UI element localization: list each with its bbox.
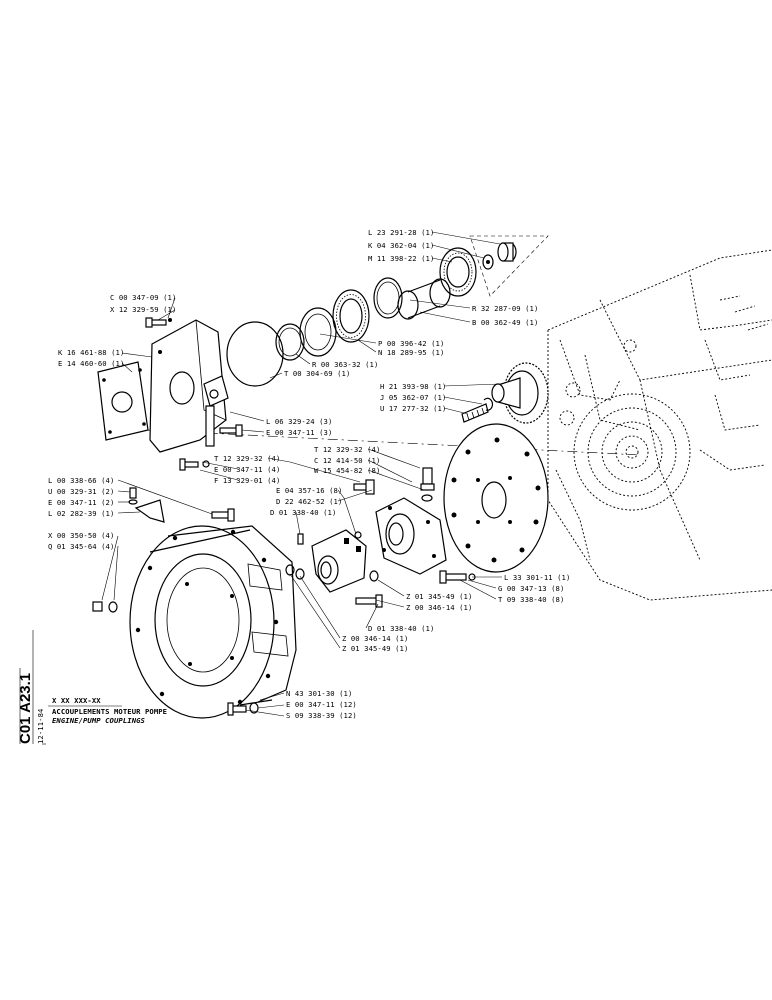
part-labels: L 23 291-28 (1) K 04 362-04 (1) M 11 398… [48, 228, 570, 720]
title-block: C01 A23.1 12-11-84 X XX XXX-XX ACCOUPLEM… [17, 630, 167, 745]
part-label: E 00 347-11 (3) [266, 428, 332, 437]
part-label: W 15 454-82 (8) [314, 466, 380, 475]
flex-plate [439, 423, 549, 584]
part-label: T 00 304-69 (1) [284, 369, 350, 378]
part-label: B 00 362-49 (1) [472, 318, 538, 327]
part-label: Z 00 346-14 (1) [406, 603, 472, 612]
part-label: Z 01 345-49 (1) [342, 644, 408, 653]
part-label: D 22 462-52 (1) [276, 497, 342, 506]
part-label: S 09 338-39 (12) [286, 711, 357, 720]
housing-plate [97, 317, 243, 471]
part-label: R 32 287-09 (1) [472, 304, 538, 313]
bearing-stack [226, 235, 549, 387]
part-label: E 14 460-60 (1) [58, 359, 124, 368]
sheet-date: 12-11-84 [36, 709, 45, 744]
part-label: N 43 301-30 (1) [286, 689, 352, 698]
part-label: G 00 347-13 (8) [498, 584, 564, 593]
part-label: U 00 329-31 (2) [48, 487, 114, 496]
part-label: E 04 357-16 (8) [276, 486, 342, 495]
gear [461, 362, 549, 424]
part-label: R 00 363-32 (1) [312, 360, 378, 369]
part-label: L 00 338-66 (4) [48, 476, 114, 485]
part-label: T 09 338-40 (8) [498, 595, 564, 604]
part-label: X 12 329-59 (1) [110, 305, 176, 314]
part-label: C 12 414-50 (1) [314, 456, 380, 465]
sheet-code: C01 A23.1 [17, 673, 34, 744]
part-label: X 00 350-50 (4) [48, 531, 114, 540]
part-label: D 01 338-40 (1) [270, 508, 336, 517]
leader-lines [101, 231, 502, 717]
part-label: P 00 396-42 (1) [378, 339, 444, 348]
sheet-title-en: ENGINE/PUMP COUPLINGS [52, 716, 146, 725]
coupling-hub [285, 467, 447, 608]
part-label: L 06 329-24 (3) [266, 417, 332, 426]
part-label: L 23 291-28 (1) [368, 228, 434, 237]
part-label: L 02 282-39 (1) [48, 509, 114, 518]
part-label: U 17 277-32 (1) [380, 404, 446, 413]
part-label: Z 00 346-14 (1) [342, 634, 408, 643]
part-label: Q 01 345-64 (4) [48, 542, 114, 551]
sheet-reference: X XX XXX-XX [52, 696, 101, 705]
part-label: E 00 347-11 (2) [48, 498, 114, 507]
part-label: E 00 347-11 (4) [214, 465, 280, 474]
part-label: M 11 398-22 (1) [368, 254, 434, 263]
part-label: E 00 347-11 (12) [286, 700, 357, 709]
part-label: K 04 362-04 (1) [368, 241, 434, 250]
part-label: N 18 289-95 (1) [378, 348, 444, 357]
part-label: C 00 347-09 (1) [110, 293, 176, 302]
engine-outline [547, 249, 772, 601]
part-label: T 12 329-32 (4) [314, 445, 380, 454]
bell-housing [92, 487, 297, 719]
part-label: D 01 338-40 (1) [368, 624, 434, 633]
part-label: J 05 362-07 (1) [380, 393, 446, 402]
part-label: L 33 301-11 (1) [504, 573, 570, 582]
part-label: H 21 393-98 (1) [380, 382, 446, 391]
sheet-title-fr: ACCOUPLEMENTS MOTEUR POMPE [52, 707, 167, 716]
part-label: K 16 461-88 (1) [58, 348, 124, 357]
part-label: Z 01 345-49 (1) [406, 592, 472, 601]
part-label: F 13 329-01 (4) [214, 476, 280, 485]
part-label: T 12 329-32 (4) [214, 454, 280, 463]
